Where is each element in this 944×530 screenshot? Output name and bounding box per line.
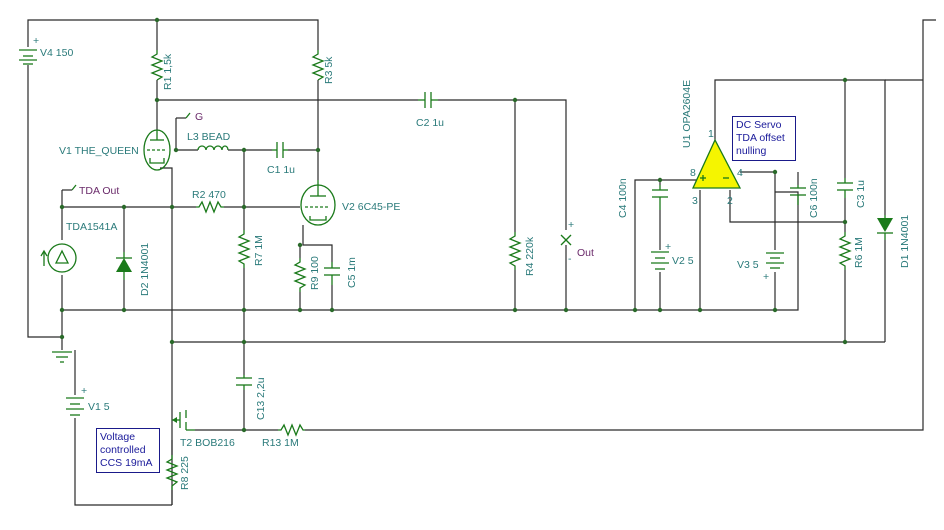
battery-v2[interactable]: + <box>651 241 671 270</box>
note-dc-servo-line-2: TDA offset <box>736 132 785 144</box>
capacitor-c2[interactable] <box>418 92 438 108</box>
label-r2: R2 470 <box>192 189 226 201</box>
inductor-l3[interactable] <box>197 145 229 151</box>
battery-v1[interactable]: + <box>66 385 87 416</box>
label-v2: V2 6C45-PE <box>342 201 400 213</box>
label-tda: TDA1541A <box>66 221 117 233</box>
probe-tda-out[interactable] <box>71 184 77 191</box>
label-c13: C13 2,2u <box>255 377 267 420</box>
label-l3: L3 BEAD <box>187 131 231 143</box>
svg-text:+: + <box>568 219 574 231</box>
note-dc-servo: DC Servo TDA offset nulling <box>732 116 796 161</box>
resistor-r1[interactable] <box>150 50 164 81</box>
opamp-u1[interactable] <box>691 138 742 189</box>
label-r6: R6 1M <box>853 237 865 268</box>
diode-d2[interactable] <box>116 252 132 280</box>
label-c1: C1 1u <box>267 164 295 176</box>
probe-g[interactable] <box>185 112 191 119</box>
diode-d1[interactable] <box>877 215 893 240</box>
note-ccs-line-3: CCS 19mA <box>100 457 153 469</box>
label-r9: R9 100 <box>309 256 321 290</box>
label-v3: V3 5 <box>737 259 759 271</box>
capacitor-c13[interactable] <box>236 375 252 390</box>
label-g: G <box>195 111 203 123</box>
output-probe[interactable]: + - <box>560 219 574 265</box>
resistor-r8[interactable] <box>165 455 179 490</box>
label-v1b: V1 5 <box>88 401 110 413</box>
junctions <box>59 17 848 433</box>
label-d2: D2 1N4001 <box>139 243 151 296</box>
resistor-r3[interactable] <box>311 50 325 81</box>
battery-v3[interactable]: + <box>763 252 784 283</box>
label-d1: D1 1N4001 <box>899 215 911 268</box>
battery-v4[interactable]: + <box>19 35 39 65</box>
capacitor-c4[interactable] <box>652 185 668 210</box>
label-c4: C4 100n <box>617 178 629 218</box>
mosfet-t2[interactable] <box>172 410 195 431</box>
resistor-r6[interactable] <box>838 232 852 270</box>
label-r8: R8 225 <box>179 456 191 490</box>
label-pin2: 2 <box>727 195 733 207</box>
capacitor-c3[interactable] <box>837 178 853 198</box>
wires <box>27 19 936 506</box>
label-r13: R13 1M <box>262 437 299 449</box>
ground-symbol <box>52 351 72 363</box>
label-u1: U1 OPA2604E <box>681 80 693 148</box>
note-dc-servo-line-1: DC Servo <box>736 119 782 131</box>
svg-text:+: + <box>81 385 87 397</box>
capacitor-c6[interactable] <box>790 185 806 205</box>
tube-v2[interactable] <box>300 180 336 226</box>
label-r3: R3 5k <box>323 56 335 84</box>
component-labels: V4 150 R1 1,5k R3 5k G L3 BEAD V1 THE_QU… <box>40 47 911 490</box>
label-r4: R4 220k <box>524 236 536 276</box>
label-r7: R7 1M <box>253 235 265 266</box>
label-pin8: 8 <box>690 167 696 179</box>
label-pin4: 4 <box>737 167 743 179</box>
label-v2b: V2 5 <box>672 255 694 267</box>
note-dc-servo-line-3: nulling <box>736 145 767 157</box>
resistor-r2[interactable] <box>196 200 224 214</box>
label-c2: C2 1u <box>416 117 444 129</box>
label-c3: C3 1u <box>855 180 867 208</box>
note-ccs: Voltage controlled CCS 19mA <box>96 428 160 473</box>
label-v1: V1 THE_QUEEN <box>59 145 139 157</box>
label-out: Out <box>577 247 594 259</box>
tube-v1[interactable] <box>143 129 171 171</box>
note-ccs-line-2: controlled <box>100 444 146 456</box>
svg-text:+: + <box>665 241 671 253</box>
svg-text:+: + <box>763 271 769 283</box>
resistor-r4[interactable] <box>508 232 522 270</box>
label-pin3: 3 <box>692 195 698 207</box>
resistor-r13[interactable] <box>278 423 305 437</box>
resistor-r7[interactable] <box>237 230 251 268</box>
label-pin1: 1 <box>708 128 714 140</box>
label-r1: R1 1,5k <box>162 53 174 90</box>
note-ccs-line-1: Voltage <box>100 431 136 443</box>
label-c5: C5 1m <box>346 257 358 288</box>
label-c6: C6 100n <box>808 178 820 218</box>
capacitor-c5[interactable] <box>324 262 340 285</box>
resistor-r9[interactable] <box>293 258 307 292</box>
label-t2: T2 BOB216 <box>180 437 235 449</box>
svg-text:-: - <box>568 253 572 265</box>
current-source-tda[interactable] <box>40 243 77 273</box>
svg-text:+: + <box>33 35 39 47</box>
capacitor-c1[interactable] <box>272 142 288 158</box>
label-v4: V4 150 <box>40 47 73 59</box>
label-tda-out: TDA Out <box>79 185 119 197</box>
